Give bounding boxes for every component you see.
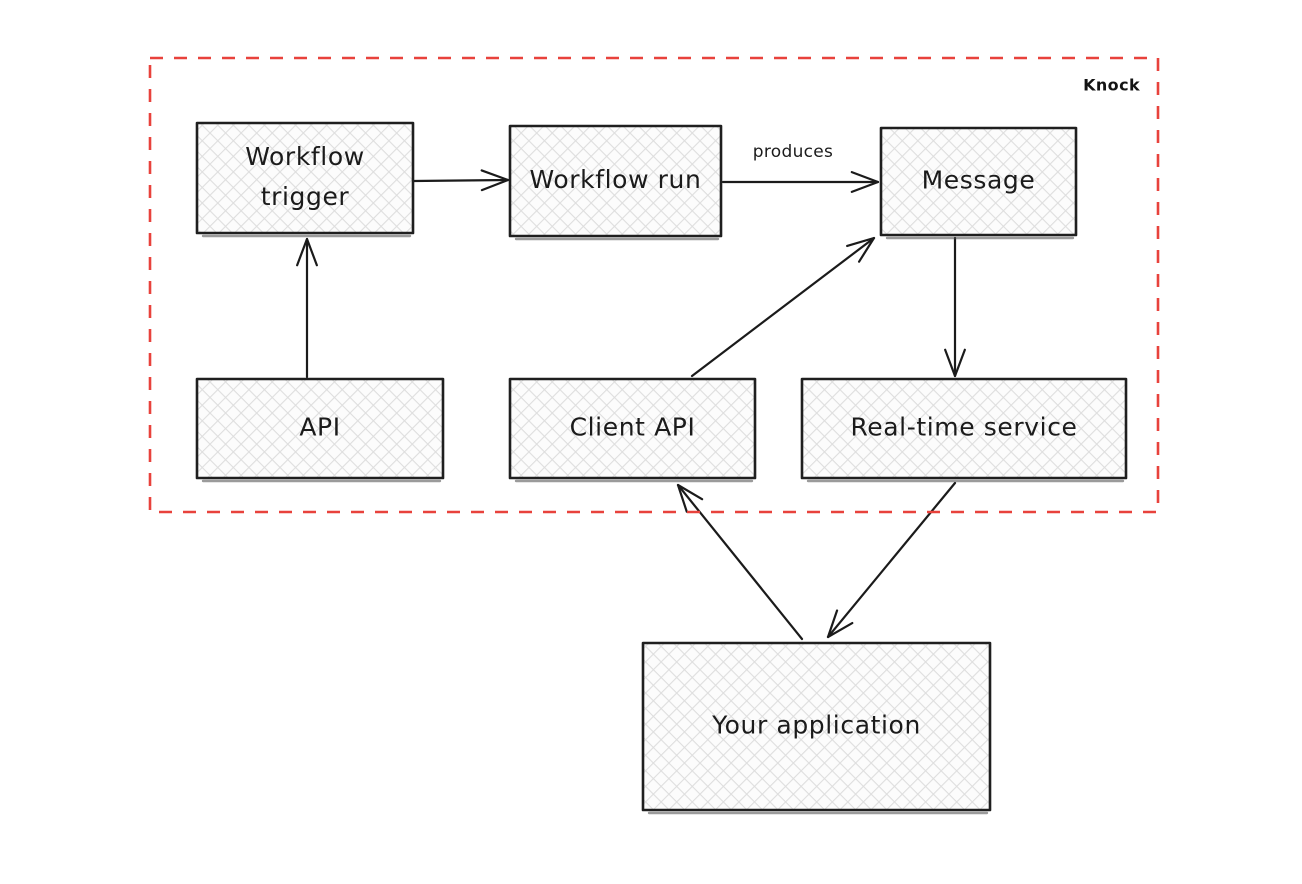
- edge-message-to-real-time-service: [944, 236, 966, 378]
- node-label: trigger: [261, 182, 350, 211]
- node-label: Workflow: [245, 142, 365, 171]
- node-box: [508, 377, 757, 480]
- edges-layer: produces: [296, 142, 966, 641]
- edge-real-time-service-to-your-application: [826, 481, 957, 639]
- node-label: Client API: [570, 413, 696, 442]
- node-client-api[interactable]: Client API: [508, 377, 757, 483]
- node-label: API: [299, 413, 340, 442]
- edge-arrowhead: [846, 236, 876, 263]
- knock-boundary-label: Knock: [1083, 76, 1140, 95]
- node-box: [508, 124, 723, 238]
- edge-workflow-run-to-message: produces: [721, 142, 880, 193]
- node-workflow-trigger[interactable]: Workflow trigger: [195, 121, 415, 238]
- edge-arrowhead: [480, 169, 510, 192]
- knock-boundary-rect: [148, 56, 1160, 514]
- node-box: [195, 377, 445, 480]
- node-box: [800, 377, 1128, 480]
- group-boundary-layer: Knock: [148, 56, 1160, 514]
- edge-arrowhead: [850, 171, 880, 193]
- node-real-time-service[interactable]: Real-time service: [800, 377, 1128, 483]
- node-label: Workflow run: [530, 165, 702, 194]
- edge-line: [412, 178, 510, 183]
- edge-line: [690, 236, 876, 378]
- node-label: Real-time service: [850, 413, 1077, 442]
- node-api[interactable]: API: [195, 377, 445, 483]
- edge-arrowhead: [944, 348, 966, 378]
- edge-arrowhead: [826, 609, 854, 639]
- node-box: [641, 641, 992, 812]
- node-workflow-run[interactable]: Workflow run: [508, 124, 723, 241]
- edge-your-application-to-client-api: [676, 483, 804, 641]
- edge-line: [676, 483, 804, 641]
- edge-api-to-workflow-trigger: [296, 237, 318, 379]
- node-label: Message: [922, 166, 1036, 195]
- node-box: [879, 126, 1078, 237]
- edge-line: [826, 481, 957, 639]
- node-message[interactable]: Message: [879, 126, 1078, 240]
- node-your-application[interactable]: Your application: [641, 641, 992, 815]
- edge-arrowhead: [676, 483, 704, 513]
- edge-workflow-trigger-to-workflow-run: [412, 169, 510, 192]
- edge-arrowhead: [296, 237, 318, 267]
- node-label: Your application: [711, 711, 921, 740]
- edge-client-api-to-message: [690, 236, 876, 378]
- edge-label: produces: [753, 142, 833, 162]
- node-box: [195, 121, 415, 235]
